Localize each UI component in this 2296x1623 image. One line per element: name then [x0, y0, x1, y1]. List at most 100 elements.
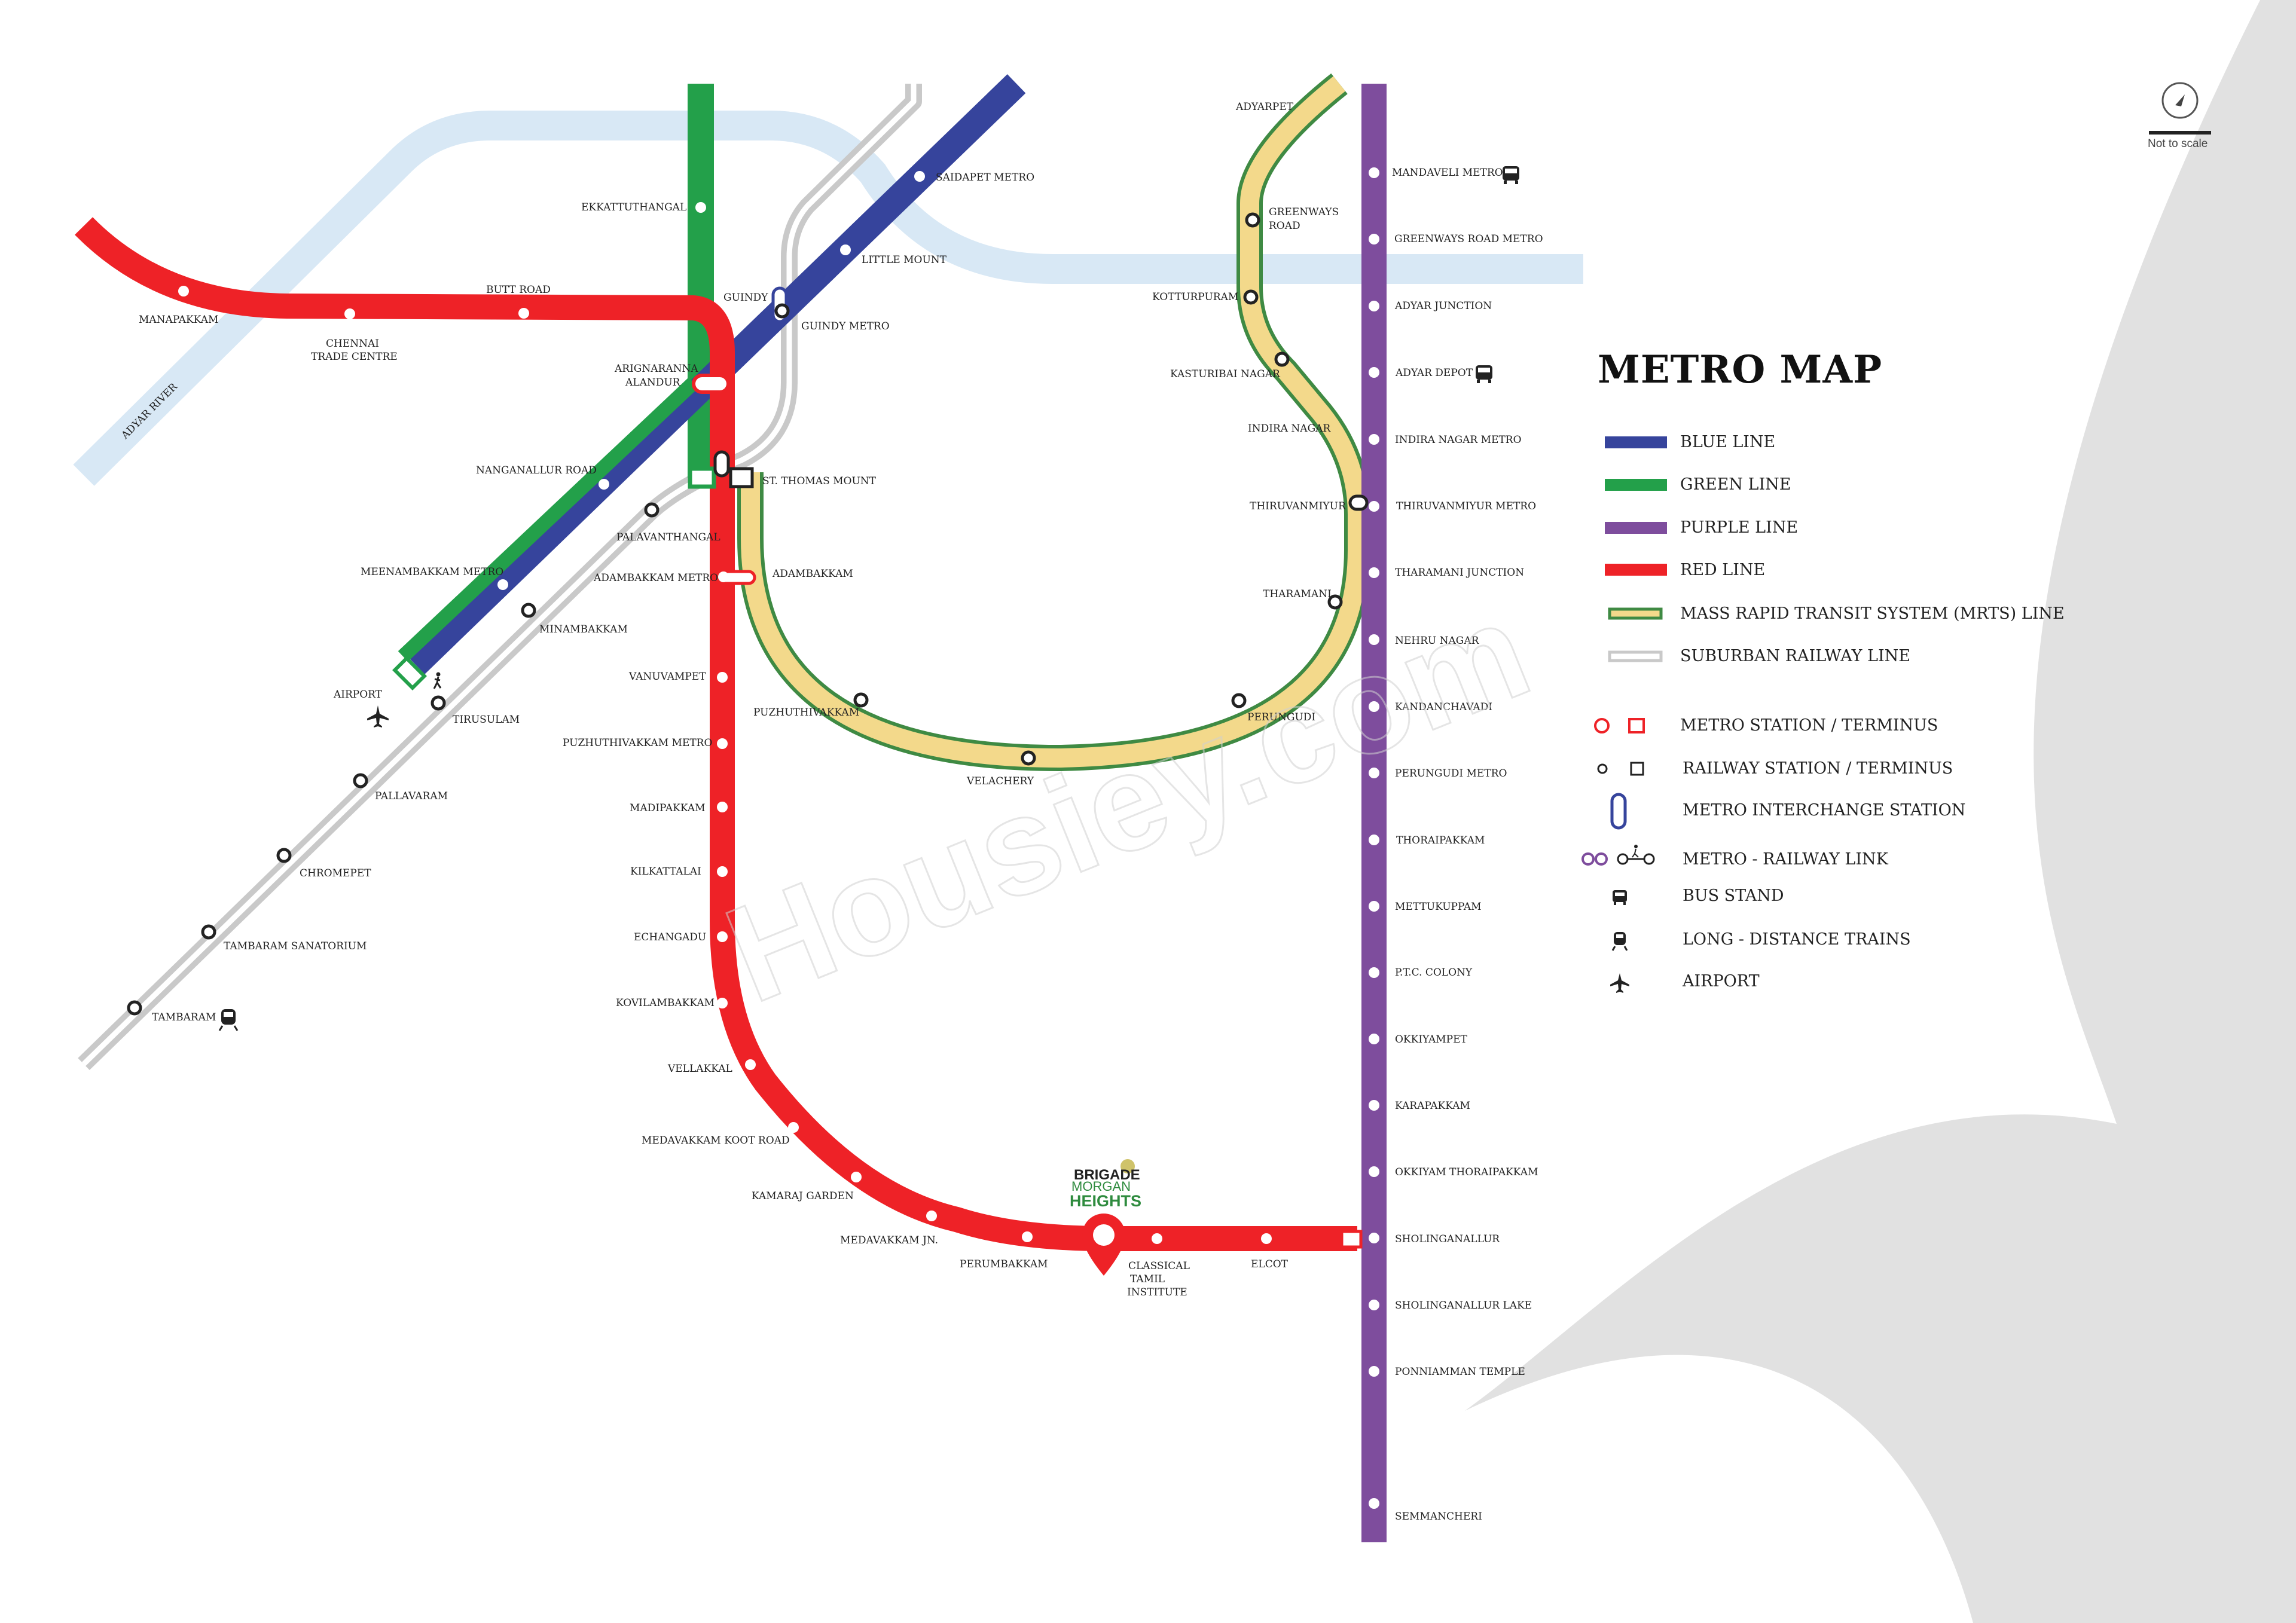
station-vellakkal[interactable]: VELLAKKAL	[667, 1063, 732, 1075]
metro-station-dot[interactable]	[926, 1211, 937, 1221]
metro-station-dot[interactable]	[718, 571, 729, 582]
station-butt-road[interactable]: BUTT ROAD	[486, 284, 551, 296]
metro-station-dot[interactable]	[178, 286, 189, 297]
metro-station-dot[interactable]	[1369, 701, 1379, 712]
station-classical-1[interactable]: CLASSICAL	[1128, 1260, 1190, 1272]
station-medavakkam-jn[interactable]: MEDAVAKKAM JN.	[840, 1234, 938, 1246]
metro-station-dot[interactable]	[1369, 634, 1379, 645]
station-medavakkam-koot-road[interactable]: MEDAVAKKAM KOOT ROAD	[642, 1135, 790, 1147]
metro-station-dot[interactable]	[497, 579, 508, 590]
station-nanganallur-road[interactable]: NANGANALLUR ROAD	[476, 464, 597, 476]
station-kovilambakkam[interactable]: KOVILAMBAKKAM	[616, 997, 715, 1009]
metro-station-dot[interactable]	[717, 802, 728, 812]
metro-station-dot[interactable]	[1369, 835, 1379, 845]
railway-station-dot[interactable]	[853, 692, 869, 708]
station-little-mount[interactable]: LITTLE MOUNT	[862, 254, 947, 266]
metro-station-dot[interactable]	[1369, 367, 1379, 378]
station-karapakkam[interactable]: KARAPAKKAM	[1395, 1100, 1470, 1112]
station-puzhuthivakkam[interactable]: PUZHUTHIVAKKAM	[753, 707, 859, 719]
railway-station-dot[interactable]	[1021, 750, 1036, 766]
station-kasturibai-nagar[interactable]: KASTURIBAI NAGAR	[1170, 368, 1281, 380]
railway-station-dot[interactable]	[276, 848, 292, 863]
metro-station-dot[interactable]	[717, 998, 728, 1008]
station-kandanchavadi[interactable]: KANDANCHAVADI	[1395, 701, 1492, 713]
railway-station-dot[interactable]	[353, 773, 368, 788]
station-adyar-depot[interactable]: ADYAR DEPOT	[1395, 367, 1473, 379]
metro-station-dot[interactable]	[599, 479, 609, 490]
railway-station-dot[interactable]	[644, 502, 660, 518]
metro-station-dot[interactable]	[914, 171, 925, 182]
metro-station-dot[interactable]	[717, 672, 728, 683]
station-mettukuppam[interactable]: METTUKUPPAM	[1395, 901, 1482, 913]
station-kilkattalai[interactable]: KILKATTALAI	[630, 866, 701, 878]
station-mandaveli-metro[interactable]: MANDAVELI METRO	[1392, 167, 1503, 179]
station-nehru-nagar[interactable]: NEHRU NAGAR	[1395, 635, 1480, 647]
station-ekkattuthangal[interactable]: EKKATTUTHANGAL	[581, 201, 686, 213]
station-perungudi-metro[interactable]: PERUNGUDI METRO	[1395, 768, 1507, 780]
station-minambakkam[interactable]: MINAMBAKKAM	[539, 623, 628, 635]
railway-station-dot[interactable]	[430, 695, 446, 711]
metro-station-dot[interactable]	[1369, 234, 1379, 244]
metro-station-dot[interactable]	[1369, 434, 1379, 445]
metro-station-dot[interactable]	[745, 1059, 756, 1070]
station-manapakkam[interactable]: MANAPAKKAM	[139, 314, 218, 326]
station-perumbakkam[interactable]: PERUMBAKKAM	[960, 1258, 1048, 1270]
railway-station-dot[interactable]	[127, 1000, 142, 1016]
station-okkiyampet[interactable]: OKKIYAMPET	[1395, 1034, 1467, 1046]
station-puzhuthivakkam-metro[interactable]: PUZHUTHIVAKKAM METRO	[563, 737, 712, 749]
station-kotturpuram[interactable]: KOTTURPURAM	[1152, 291, 1238, 303]
railway-station-dot[interactable]	[1245, 212, 1260, 228]
station-classical-3[interactable]: INSTITUTE	[1127, 1286, 1187, 1298]
metro-station-dot[interactable]	[1022, 1231, 1033, 1242]
railway-station-dot[interactable]	[201, 924, 216, 940]
metro-station-dot[interactable]	[344, 308, 355, 319]
railway-station-dot[interactable]	[1243, 289, 1259, 305]
station-thiruvanmiyur[interactable]: THIRUVANMIYUR	[1250, 500, 1347, 512]
metro-station-dot[interactable]	[1369, 567, 1379, 578]
metro-station-dot[interactable]	[1369, 901, 1379, 912]
station-perungudi[interactable]: PERUNGUDI	[1247, 711, 1315, 723]
station-guindy[interactable]: GUINDY	[723, 292, 768, 304]
station-indira-nagar[interactable]: INDIRA NAGAR	[1248, 423, 1331, 435]
metro-station-dot[interactable]	[1369, 1034, 1379, 1044]
station-adyar-junction[interactable]: ADYAR JUNCTION	[1394, 300, 1492, 312]
station-echangadu[interactable]: ECHANGADU	[634, 931, 706, 943]
metro-station-dot[interactable]	[851, 1172, 862, 1182]
metro-station-dot[interactable]	[1369, 967, 1379, 978]
railway-station-dot[interactable]	[1231, 693, 1247, 708]
station-adyarpet[interactable]: ADYARPET	[1235, 101, 1294, 113]
station-tharamani[interactable]: THARAMANI	[1263, 588, 1332, 600]
station-palavanthangal[interactable]: PALAVANTHANGAL	[616, 531, 720, 543]
metro-station-dot[interactable]	[1369, 1233, 1379, 1243]
station-adambakkam[interactable]: ADAMBAKKAM	[772, 568, 853, 580]
metro-station-dot[interactable]	[1369, 1300, 1379, 1310]
metro-station-dot[interactable]	[1369, 1366, 1379, 1377]
station-tambaram[interactable]: TAMBARAM	[152, 1011, 216, 1023]
railway-station-dot[interactable]	[521, 603, 536, 618]
station-guindy-metro[interactable]: GUINDY METRO	[801, 320, 890, 332]
metro-station-dot[interactable]	[1369, 1100, 1379, 1111]
station-velachery[interactable]: VELACHERY	[966, 775, 1034, 787]
railway-station-dot[interactable]	[1274, 352, 1290, 367]
metro-station-dot[interactable]	[840, 244, 851, 255]
metro-station-dot[interactable]	[518, 308, 529, 319]
station-greenways-road-2[interactable]: ROAD	[1269, 220, 1300, 232]
station-sholinganallur-lake[interactable]: SHOLINGANALLUR LAKE	[1395, 1300, 1532, 1312]
station-okkiyam-thoraipakkam[interactable]: OKKIYAM THORAIPAKKAM	[1395, 1166, 1538, 1178]
station-madipakkam[interactable]: MADIPAKKAM	[630, 802, 706, 814]
station-tambaram-sanatorium[interactable]: TAMBARAM SANATORIUM	[224, 940, 367, 952]
station-indira-nagar-metro[interactable]: INDIRA NAGAR METRO	[1395, 434, 1522, 446]
metro-station-dot[interactable]	[1369, 1166, 1379, 1177]
station-vanuvampet[interactable]: VANUVAMPET	[628, 671, 706, 683]
station-thoraipakkam[interactable]: THORAIPAKKAM	[1396, 835, 1485, 846]
station-airport[interactable]: AIRPORT	[333, 689, 383, 701]
metro-station-dot[interactable]	[1152, 1233, 1162, 1244]
station-alandur-2[interactable]: ALANDUR	[625, 377, 681, 389]
station-chennai-trade-centre-1[interactable]: CHENNAI	[326, 338, 379, 350]
station-saidapet-metro[interactable]: SAIDAPET METRO	[936, 172, 1034, 184]
station-chromepet[interactable]: CHROMEPET	[300, 867, 371, 879]
station-st-thomas-mount[interactable]: ST. THOMAS MOUNT	[762, 475, 877, 487]
station-alandur-1[interactable]: ARIGNARANNA	[614, 363, 698, 375]
station-tharamani-junction[interactable]: THARAMANI JUNCTION	[1395, 567, 1524, 579]
metro-station-dot[interactable]	[1369, 501, 1379, 512]
